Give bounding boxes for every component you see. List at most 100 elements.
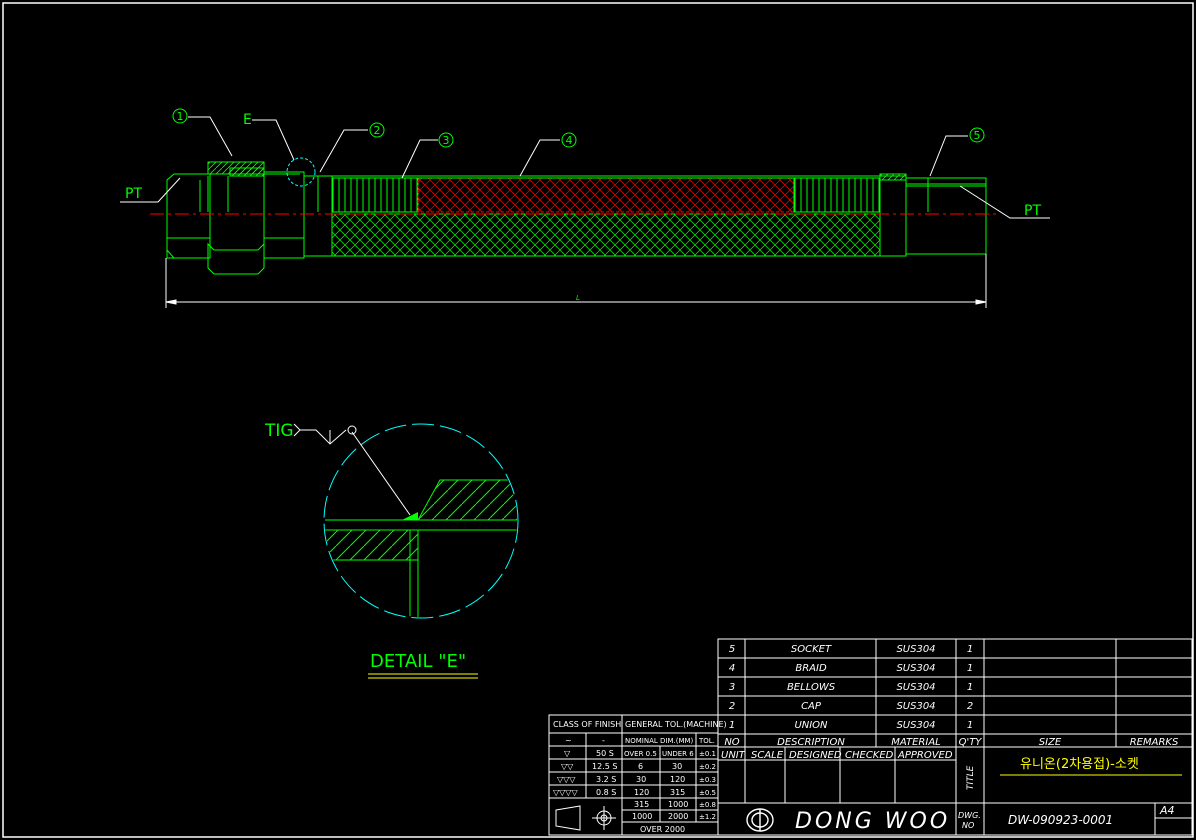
part-3-qty: 1 [967,682,973,693]
company-name: DONG WOO [795,809,950,834]
part-1-qty: 1 [967,720,973,731]
hose-assembly [150,157,1000,275]
tol-row-3-over: 120 [634,788,649,797]
part-3-no: 3 [729,682,735,693]
tig-label: TIG [264,421,294,441]
header-remarks: REMARKS [1130,737,1179,748]
leaders [120,116,1050,219]
balloon-4-label: 4 [566,134,573,147]
finish-symbol-3: ▽▽▽ [557,775,576,784]
drawing-title: 유니온(2차용접)-소켓 [1020,757,1139,772]
finish-value-3: 3.2 S [596,775,616,784]
part-1-no: 1 [729,720,735,731]
part-1-mat: SUS304 [896,720,935,731]
header-size: SIZE [1039,737,1062,748]
balloon-2 [369,122,385,138]
part-1-desc: UNION [794,720,828,731]
over-label: OVER 0.5 [624,750,657,758]
projection-symbol [555,805,616,831]
detail-e-boundary [323,423,519,619]
part-5-qty: 1 [967,644,973,655]
detail-e [293,423,519,619]
tol-row-2-over: 30 [636,775,646,784]
pt-left-label: PT [125,186,142,202]
nominal-dim-header: NOMINAL DIM.(MM) [625,737,694,745]
balloon-5 [969,127,985,143]
balloon-1 [172,108,188,124]
tol-row-5-tol: ±1.2 [699,813,716,821]
class-of-finish-header: CLASS OF FINISH [553,720,621,729]
finish-symbol-1: ▽ [564,749,571,758]
company-logo [746,808,774,832]
designed-label: DESIGNED [789,750,842,761]
general-tol-header: GENERAL TOL.(MACHINE) [625,720,727,729]
part-5-desc: SOCKET [791,644,832,655]
tol-row-1-tol: ±0.2 [699,763,716,771]
length-dimension [165,254,987,308]
finish-symbol-4: ▽▽▽▽ [553,788,578,797]
header-no: NO [724,737,739,748]
dwg-no: DW-090923-0001 [1008,813,1113,827]
pt-right-label: PT [1024,203,1041,219]
part-4-no: 4 [729,663,735,674]
part-4-mat: SUS304 [896,663,935,674]
tol-row-3-tol: ±0.5 [699,789,716,797]
balloon-2-label: 2 [374,124,381,137]
part-2-no: 2 [729,701,735,712]
e-marker-label: E [243,112,252,128]
finish-value-2: 12.5 S [592,762,617,771]
tol-row-3-under: 315 [670,788,685,797]
balloon-4 [561,132,577,148]
detail-e-circle [286,157,316,187]
over-2000: OVER 2000 [640,825,685,834]
under-label: UNDER 6 [662,750,694,758]
checked-label: CHECKED [845,750,894,761]
dim-length-label: L [576,294,580,302]
dwg-no-label-2: NO [962,821,974,830]
tol-row-1-over: 6 [638,762,643,771]
part-2-desc: CAP [801,701,822,712]
scale-label: SCALE [751,750,784,761]
tol-col-header: TOL. [698,737,715,745]
part-2-mat: SUS304 [896,701,935,712]
tol-row-4-under: 1000 [668,800,688,809]
approved-label: APPROVED [897,750,953,761]
finish-value-1: 50 S [596,749,614,758]
part-5-mat: SUS304 [896,644,935,655]
part-5-no: 5 [729,644,735,655]
balloon-circles [172,108,985,148]
dash-cell: - [602,736,605,745]
tol-row-5-over: 1000 [632,812,652,821]
first-tol: ±0.1 [699,750,716,758]
part-4-desc: BRAID [795,663,827,674]
tol-row-4-tol: ±0.8 [699,801,716,809]
finish-table-grid [548,714,719,836]
part-3-mat: SUS304 [896,682,935,693]
balloon-3 [438,132,454,148]
detail-title: DETAIL "E" [370,651,466,672]
sheet-size: A4 [1159,804,1175,817]
tol-row-2-under: 120 [670,775,685,784]
finish-symbol-2: ▽▽ [561,762,574,771]
finish-value-4: 0.8 S [596,788,616,797]
balloon-5-label: 5 [974,129,981,142]
header-material: MATERIAL [891,737,940,748]
balloon-3-label: 3 [443,134,450,147]
tilde-cell: ~ [565,736,572,745]
header-qty: Q'TY [959,737,983,748]
header-description: DESCRIPTION [777,737,845,748]
tol-row-5-under: 2000 [668,812,688,821]
part-3-desc: BELLOWS [787,682,836,693]
tol-row-4-over: 315 [634,800,649,809]
part-2-qty: 2 [967,701,973,712]
tol-row-2-tol: ±0.3 [699,776,716,784]
tol-row-1-under: 30 [672,762,682,771]
parts-list-grid [717,638,1193,748]
dwg-no-label-1: DWG. [958,811,981,820]
title-label: TITLE [966,765,976,790]
unit-label: UNIT [721,750,746,761]
balloon-1-label: 1 [177,110,184,123]
part-4-qty: 1 [967,663,973,674]
